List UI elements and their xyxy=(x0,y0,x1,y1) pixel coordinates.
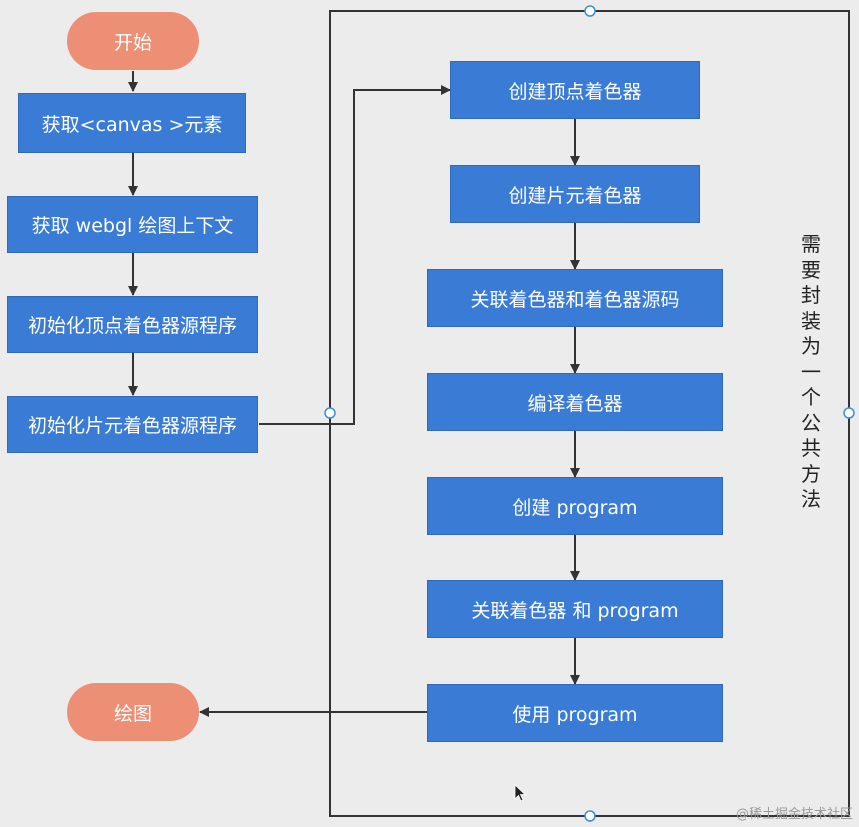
start-node[interactable]: 开始 xyxy=(67,12,199,70)
mouse-cursor-icon xyxy=(514,784,527,802)
end-node[interactable]: 绘图 xyxy=(67,683,199,741)
watermark: @稀土掘金技术社区 xyxy=(735,807,853,822)
frame-handle-bottom[interactable] xyxy=(584,810,596,822)
create-fragment-shader-step[interactable]: 创建片元着色器 xyxy=(450,165,700,223)
init-fragment-shader-source-step[interactable]: 初始化片元着色器源程序 xyxy=(7,396,258,453)
create-program-step[interactable]: 创建 program xyxy=(427,477,723,535)
create-vertex-shader-step[interactable]: 创建顶点着色器 xyxy=(450,61,700,119)
frame-handle-right[interactable] xyxy=(843,407,855,419)
attach-shader-source-step[interactable]: 关联着色器和着色器源码 xyxy=(427,269,723,327)
container-vertical-label: 需要封装为一个公共方法 xyxy=(801,232,821,511)
arrow-step4-to-right-step1 xyxy=(259,85,451,425)
get-webgl-context-step[interactable]: 获取 webgl 绘图上下文 xyxy=(7,196,258,253)
compile-shader-step[interactable]: 编译着色器 xyxy=(427,373,723,431)
use-program-step[interactable]: 使用 program xyxy=(427,684,723,742)
attach-shader-program-step[interactable]: 关联着色器 和 program xyxy=(427,580,723,638)
frame-handle-left[interactable] xyxy=(324,407,336,419)
frame-handle-top[interactable] xyxy=(584,5,596,17)
get-canvas-element-step[interactable]: 获取<canvas >元素 xyxy=(18,93,246,153)
init-vertex-shader-source-step[interactable]: 初始化顶点着色器源程序 xyxy=(7,296,258,353)
